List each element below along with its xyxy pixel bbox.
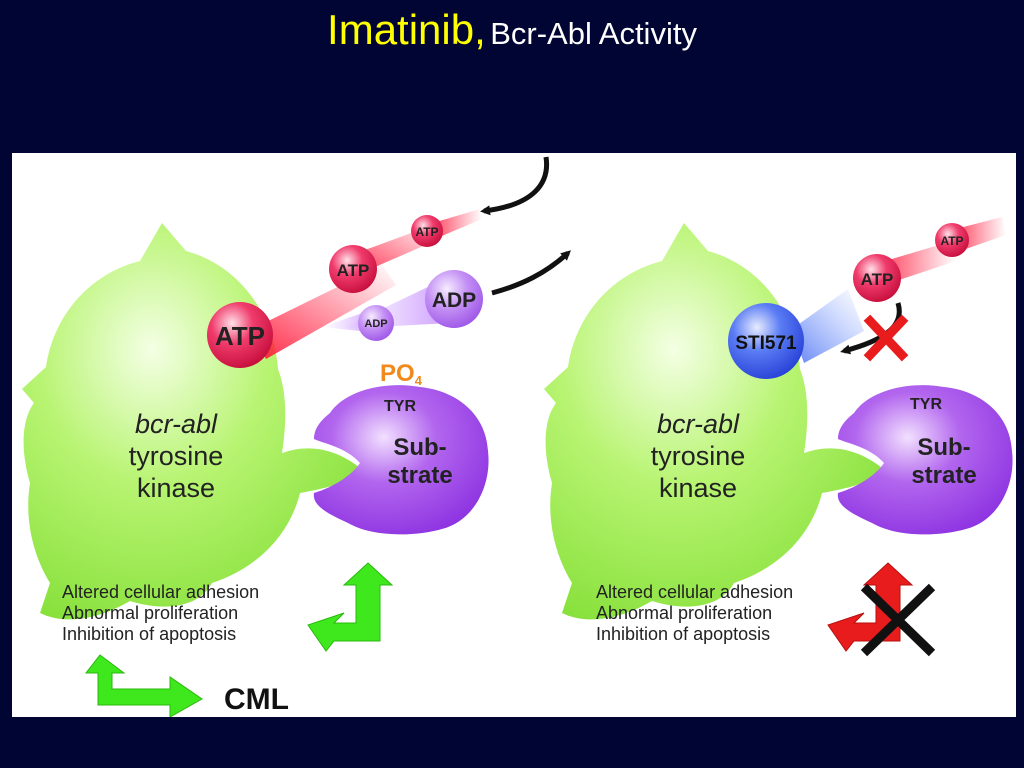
title-drug-name: Imatinib, (327, 6, 486, 53)
mechanism-diagram-panel: ATP ATP ATP ADP ADP PO4 TYR Sub- strate … (12, 153, 1016, 717)
atp-label-medium: ATP (337, 261, 370, 280)
right-kinase-label-line2: tyrosine (651, 441, 746, 471)
right-atp-label-small: ATP (940, 234, 963, 248)
adp-label-small: ADP (364, 318, 387, 330)
right-kinase-label-line1: bcr-abl (657, 409, 740, 439)
left-substrate-label-line1: Sub- (393, 434, 446, 461)
atp-label-large: ATP (215, 321, 265, 351)
mechanism-diagram: ATP ATP ATP ADP ADP PO4 TYR Sub- strate … (22, 156, 1013, 717)
atp-molecule-medium (329, 245, 377, 293)
right-kinase-label-line3: kinase (659, 473, 737, 503)
phosphate-label: PO4 (380, 360, 423, 388)
blocked-binding-x-icon (863, 314, 909, 362)
atp-label-small: ATP (415, 225, 438, 239)
left-effect-3: Inhibition of apoptosis (62, 624, 236, 644)
adp-molecule-small (358, 305, 394, 341)
effects-up-arrow-icon (307, 562, 394, 652)
title-subtitle: Bcr-Abl Activity (490, 16, 697, 51)
atp-molecule-large (207, 302, 273, 368)
inhibitor-label: STI571 (735, 333, 797, 354)
outgoing-adp-arrow (491, 250, 571, 296)
inhibitor-motion-trail (792, 289, 864, 363)
phosphate-subscript: 4 (415, 373, 423, 388)
right-atp-molecule-medium (853, 254, 901, 302)
left-kinase-label-line2: tyrosine (129, 441, 224, 471)
blocked-effects-arrow-icon (827, 562, 914, 652)
right-substrate-shape (837, 385, 1013, 535)
right-effect-1: Altered cellular adhesion (596, 582, 793, 602)
right-substrate-label-line1: Sub- (917, 434, 970, 461)
right-effect-2: Abnormal proliferation (596, 603, 772, 623)
outcome-cml-label: CML (224, 683, 289, 716)
right-atp-label-medium: ATP (861, 270, 894, 289)
incoming-atp-arrow (480, 156, 550, 216)
left-kinase-shape (22, 223, 364, 620)
phosphate-symbol: PO (380, 360, 415, 387)
effects-blocked-x-icon (860, 583, 936, 657)
left-effect-1: Altered cellular adhesion (62, 582, 259, 602)
left-substrate-shape (313, 385, 489, 535)
slide-title: Imatinib, Bcr-Abl Activity (0, 6, 1024, 54)
adp-molecule-large (425, 270, 483, 328)
left-kinase-label-line3: kinase (137, 473, 215, 503)
right-kinase-shape (544, 223, 886, 620)
right-effect-3: Inhibition of apoptosis (596, 624, 770, 644)
left-substrate-site-label: TYR (384, 398, 416, 415)
cml-progression-arrow-icon (84, 654, 203, 717)
right-atp-molecule-small (935, 223, 969, 257)
right-substrate-label-line2: strate (911, 462, 976, 489)
left-substrate-label-line2: strate (387, 462, 452, 489)
atp-molecule-small (411, 215, 443, 247)
right-substrate-site-label: TYR (910, 396, 942, 413)
left-effect-2: Abnormal proliferation (62, 603, 238, 623)
adp-label-large: ADP (432, 289, 476, 312)
inhibitor-molecule (728, 303, 804, 379)
left-kinase-label-line1: bcr-abl (135, 409, 218, 439)
